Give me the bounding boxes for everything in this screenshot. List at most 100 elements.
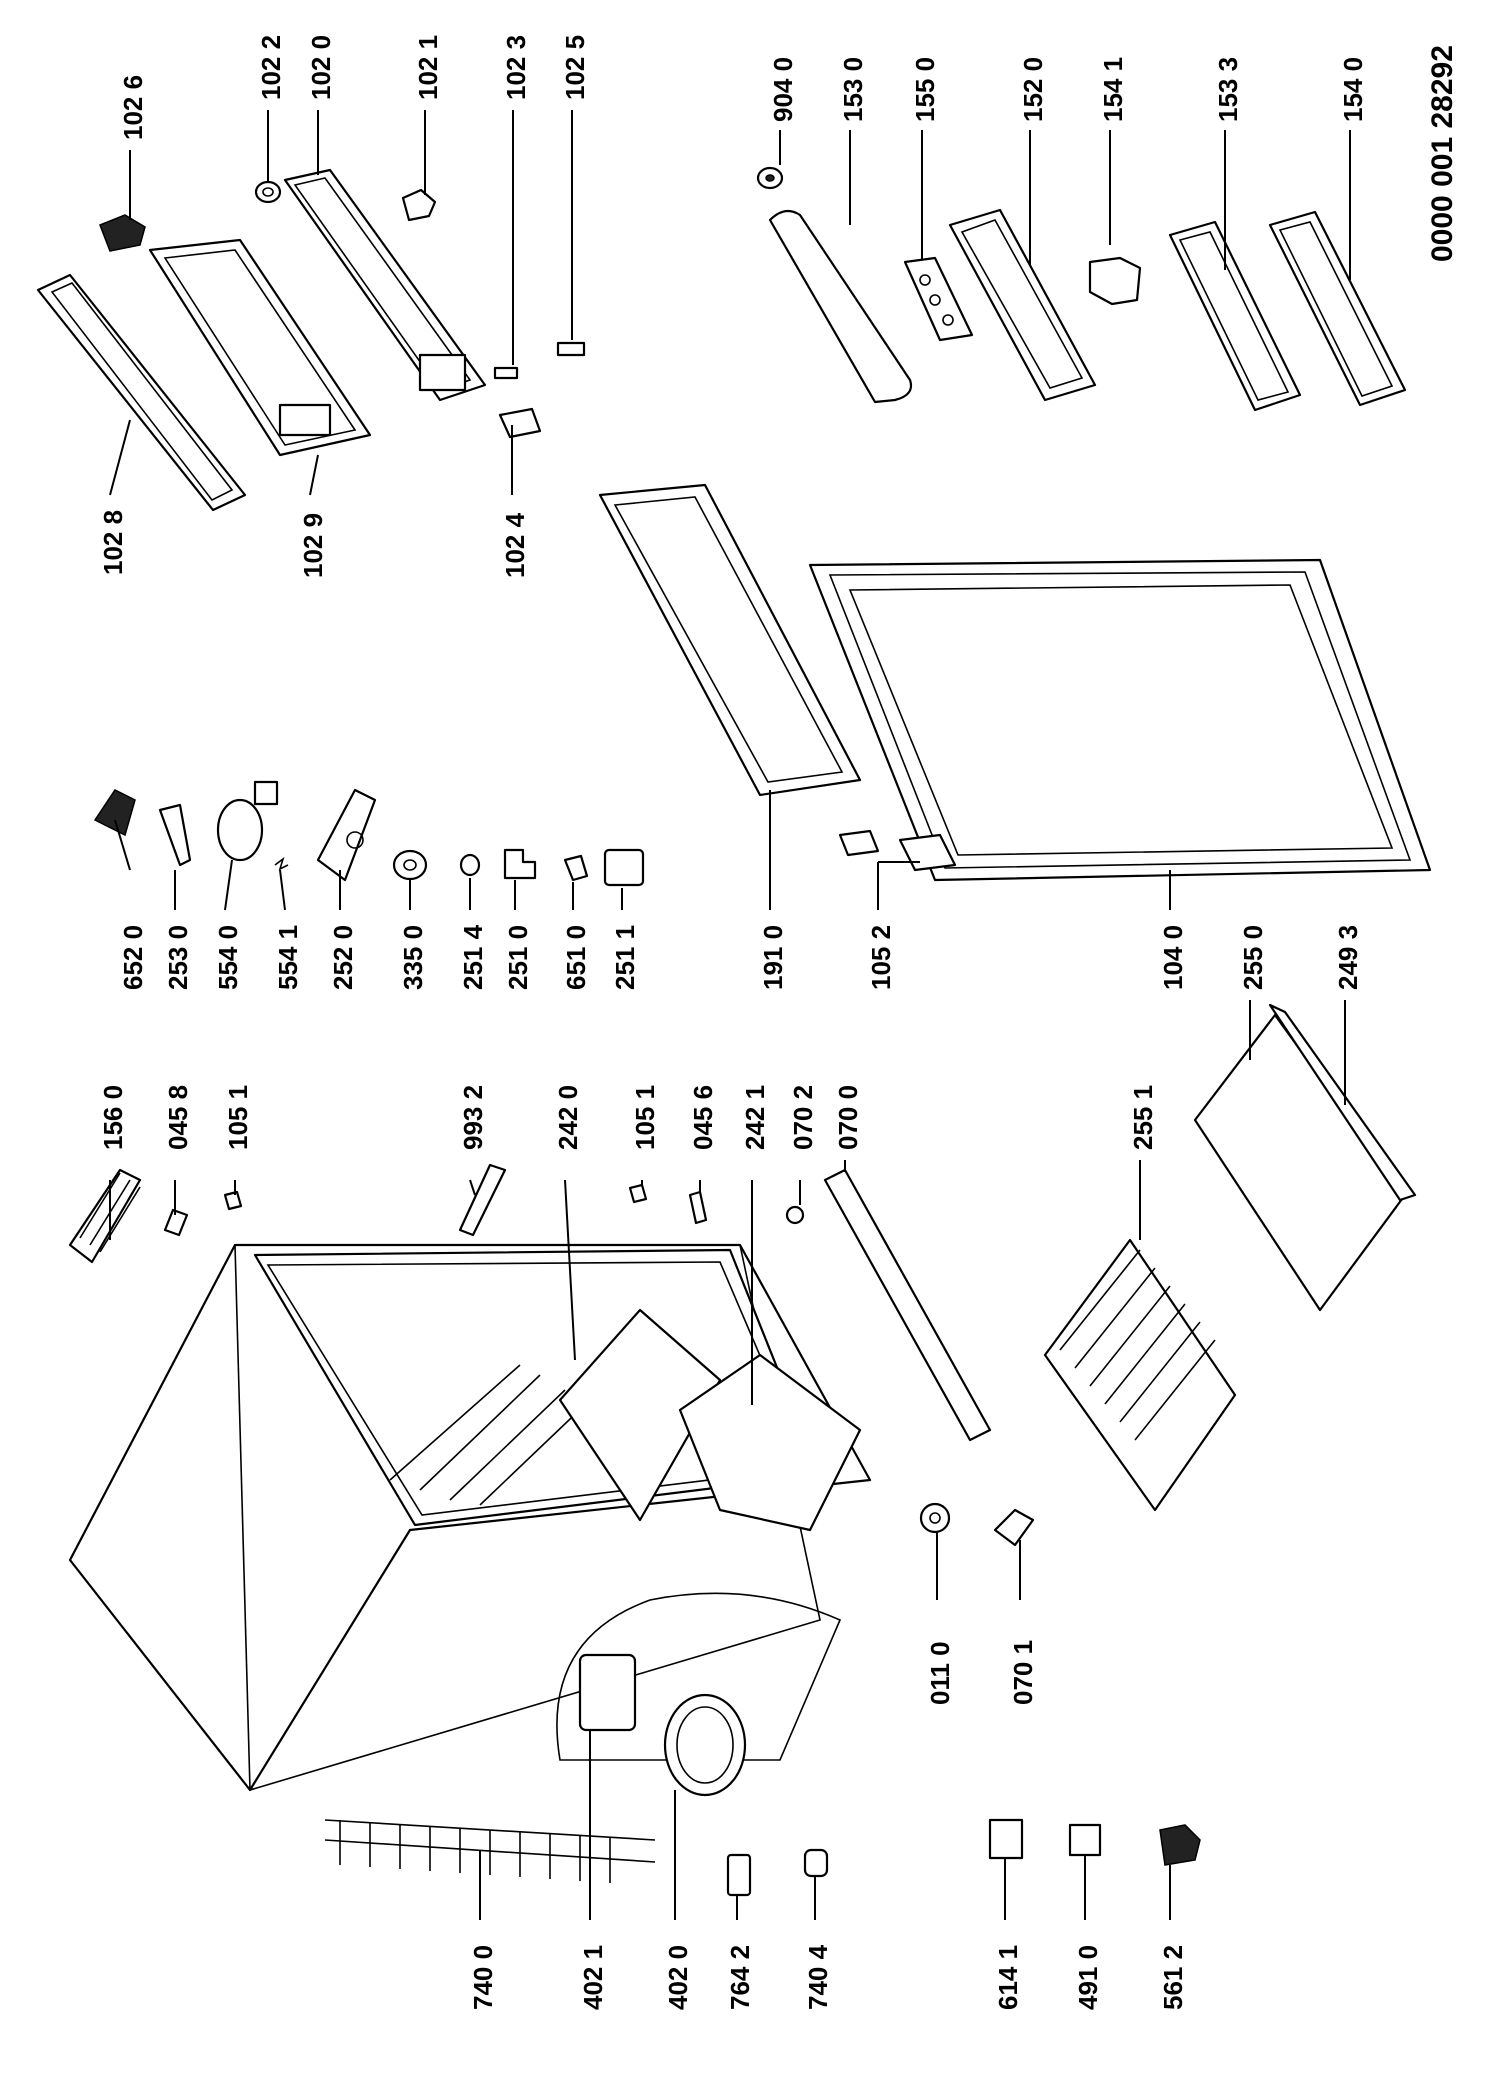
label-154-0: 154 0 — [1338, 57, 1368, 122]
part-251-0-cover — [503, 848, 537, 880]
label-153-0: 153 0 — [838, 57, 868, 122]
part-652-0-thermostat — [93, 789, 136, 837]
part-070-0-hinge-bar — [823, 1168, 992, 1442]
part-102-6-hinge — [99, 214, 146, 252]
label-561-2: 561 2 — [1158, 1945, 1188, 2010]
label-904-0: 904 0 — [768, 57, 798, 122]
label-191-0: 191 0 — [758, 925, 788, 990]
label-554-1: 554 1 — [273, 925, 303, 990]
label-153-3: 153 3 — [1213, 57, 1243, 122]
part-249-3-glass-profile — [1268, 1003, 1417, 1202]
label-652-0: 652 0 — [118, 925, 148, 990]
part-993-2-drain-tube — [458, 1163, 507, 1237]
part-105-1-screw-b — [628, 1183, 648, 1204]
part-152-0-door-shelf — [948, 208, 1097, 402]
label-249-3: 249 3 — [1333, 925, 1363, 990]
label-102-1: 102 1 — [413, 35, 443, 100]
label-102-6: 102 6 — [118, 75, 148, 140]
label-651-0: 651 0 — [561, 925, 591, 990]
label-242-1: 242 1 — [740, 1085, 770, 1150]
label-102-2: 102 2 — [256, 35, 286, 100]
part-cabinet — [68, 1243, 872, 1792]
label-105-1-b: 105 1 — [630, 1085, 660, 1150]
part-104-0-door — [808, 558, 1432, 882]
part-153-3-door-shelf — [1168, 220, 1302, 412]
label-614-1: 614 1 — [993, 1945, 1023, 2010]
label-102-9: 102 9 — [298, 513, 328, 578]
part-252-0-control-housing — [316, 788, 377, 882]
label-740-4: 740 4 — [803, 1944, 833, 2010]
part-335-0-knob — [392, 849, 428, 881]
part-154-0-bottle-shelf — [1268, 210, 1407, 407]
label-251-1: 251 1 — [610, 925, 640, 990]
label-255-1: 255 1 — [1128, 1085, 1158, 1150]
part-102-3-clip — [493, 366, 519, 380]
part-compressor-area — [556, 1592, 842, 1797]
label-045-6: 045 6 — [688, 1085, 718, 1150]
part-070-1-foot-cover — [993, 1508, 1035, 1547]
label-156-0: 156 0 — [98, 1085, 128, 1150]
label-011-0: 011 0 — [925, 1641, 955, 1705]
label-252-0: 252 0 — [328, 925, 358, 990]
part-491-0-cover — [1068, 1823, 1102, 1857]
part-651-0-switch — [563, 854, 589, 882]
label-740-0: 740 0 — [468, 1945, 498, 2010]
label-993-2: 993 2 — [458, 1085, 488, 1150]
part-070-2-foot — [785, 1205, 805, 1225]
label-102-3: 102 3 — [501, 35, 531, 100]
label-105-1-a: 105 1 — [223, 1085, 253, 1150]
label-242-0: 242 0 — [553, 1085, 583, 1150]
part-105-1-screw-a — [223, 1190, 243, 1211]
part-045-8-bracket — [163, 1208, 189, 1237]
label-045-8: 045 8 — [163, 1085, 193, 1150]
label-104-0: 104 0 — [1158, 925, 1188, 990]
part-102-0-freezer-door — [283, 168, 487, 402]
label-070-0: 070 0 — [833, 1085, 863, 1150]
label-251-0: 251 0 — [503, 925, 533, 990]
part-251-1-lamp-cover — [603, 848, 645, 887]
label-402-0: 402 0 — [663, 1945, 693, 2010]
label-070-2: 070 2 — [788, 1085, 818, 1150]
part-740-0-condenser — [324, 1819, 656, 1883]
label-554-0: 554 0 — [213, 925, 243, 990]
part-102-5-label — [556, 341, 586, 357]
part-105-2-hinge — [838, 829, 957, 872]
label-105-2: 105 2 — [866, 925, 896, 990]
part-102-1-latch — [401, 188, 437, 222]
part-102-9-evaporator-plate — [148, 238, 372, 457]
part-255-1-shelf-grid — [1043, 1238, 1237, 1512]
part-102-4-label — [498, 407, 542, 439]
part-561-2-connector — [1159, 1824, 1201, 1866]
label-102-0: 102 0 — [306, 35, 336, 100]
label-253-0: 253 0 — [163, 925, 193, 990]
label-070-1: 070 1 — [1008, 1640, 1038, 1705]
part-154-1-holder — [1088, 256, 1142, 306]
document-number: 0000 001 28292 — [1426, 45, 1459, 262]
part-614-1-thermal-protector — [988, 1818, 1024, 1860]
part-904-0-washer — [756, 166, 784, 190]
part-153-0-butter-box — [768, 209, 913, 404]
part-045-6-pin — [688, 1190, 708, 1225]
label-152-0: 152 0 — [1018, 57, 1048, 122]
part-764-2-relay — [726, 1853, 752, 1897]
label-764-2: 764 2 — [725, 1945, 755, 2010]
label-255-0: 255 0 — [1238, 925, 1268, 990]
label-402-1: 402 1 — [578, 1945, 608, 2010]
label-335-0: 335 0 — [398, 925, 428, 990]
part-102-2-knob — [254, 180, 282, 204]
label-491-0: 491 0 — [1073, 1945, 1103, 2010]
part-155-0-egg-tray — [903, 256, 974, 342]
part-253-0-sensor — [158, 803, 192, 867]
part-740-4-grommet — [803, 1848, 829, 1878]
label-102-8: 102 8 — [98, 510, 128, 575]
label-102-4: 102 4 — [500, 512, 530, 578]
part-156-0-ice-tray — [68, 1168, 142, 1264]
part-011-0-gear — [919, 1502, 951, 1534]
part-554-1-spring — [274, 856, 289, 871]
part-251-4-bulb — [459, 853, 481, 877]
label-251-4: 251 4 — [458, 924, 488, 990]
part-102-8-gasket-frame — [36, 273, 247, 512]
label-154-1: 154 1 — [1098, 57, 1128, 122]
part-255-0-crisper-cover — [1193, 1013, 1407, 1312]
